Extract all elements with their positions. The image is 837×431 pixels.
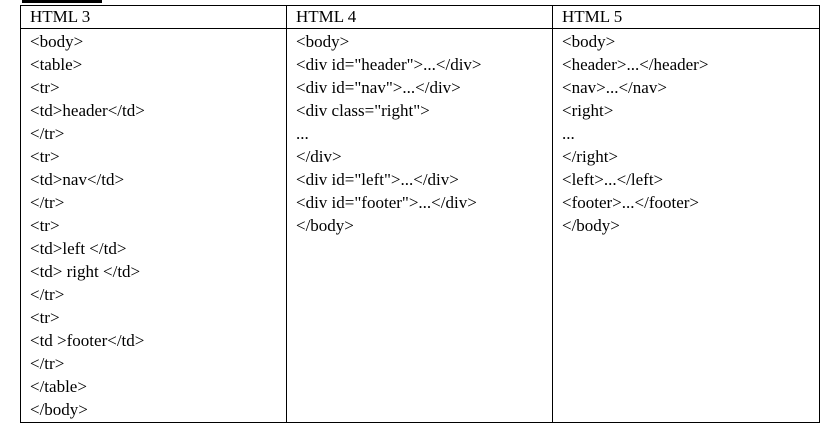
code-line: <body> xyxy=(30,32,84,51)
code-line: ... xyxy=(296,124,309,143)
code-line: <tr> xyxy=(30,147,60,166)
code-line: <td>nav</td> xyxy=(30,170,125,189)
code-line: <div id="left">...</div> xyxy=(296,170,459,189)
code-line: </table> xyxy=(30,377,87,396)
code-line: </body> xyxy=(30,400,88,419)
html4-code-cell: <body> <div id="header">...</div> <div i… xyxy=(286,28,553,423)
html-version-comparison-table: HTML 3 HTML 4 HTML 5 <body> <table> <tr>… xyxy=(20,5,820,423)
header-html4: HTML 4 xyxy=(286,5,553,29)
code-line: </div> xyxy=(296,147,342,166)
code-line: <left>...</left> xyxy=(562,170,664,189)
code-line: </body> xyxy=(562,216,620,235)
code-line: <tr> xyxy=(30,78,60,97)
code-line: <div id="header">...</div> xyxy=(296,55,482,74)
code-line: ... xyxy=(562,124,575,143)
code-line: <div id="footer">...</div> xyxy=(296,193,477,212)
code-line: </tr> xyxy=(30,124,65,143)
html5-code-cell: <body> <header>...</header> <nav>...</na… xyxy=(552,28,820,423)
code-line: <footer>...</footer> xyxy=(562,193,700,212)
header-html3: HTML 3 xyxy=(20,5,287,29)
code-line: <div class="right"> xyxy=(296,101,430,120)
code-line: <header>...</header> xyxy=(562,55,709,74)
code-line: <td>header</td> xyxy=(30,101,145,120)
code-line: <td>left </td> xyxy=(30,239,127,258)
code-line: <table> xyxy=(30,55,83,74)
code-line: <td> right </td> xyxy=(30,262,141,281)
code-line: <tr> xyxy=(30,216,60,235)
header-html5: HTML 5 xyxy=(552,5,820,29)
html3-code-cell: <body> <table> <tr> <td>header</td> </tr… xyxy=(20,28,287,423)
code-line: <body> xyxy=(296,32,350,51)
code-line: <div id="nav">...</div> xyxy=(296,78,461,97)
code-row: <body> <table> <tr> <td>header</td> </tr… xyxy=(20,28,820,423)
header-row: HTML 3 HTML 4 HTML 5 xyxy=(20,5,820,29)
code-line: <nav>...</nav> xyxy=(562,78,667,97)
code-line: </tr> xyxy=(30,285,65,304)
code-line: <right> xyxy=(562,101,614,120)
code-line: </right> xyxy=(562,147,619,166)
code-line: <td >footer</td> xyxy=(30,331,145,350)
code-line: </tr> xyxy=(30,354,65,373)
code-line: <tr> xyxy=(30,308,60,327)
code-line: </body> xyxy=(296,216,354,235)
cropped-text-fragment xyxy=(22,0,102,3)
code-line: </tr> xyxy=(30,193,65,212)
code-line: <body> xyxy=(562,32,616,51)
